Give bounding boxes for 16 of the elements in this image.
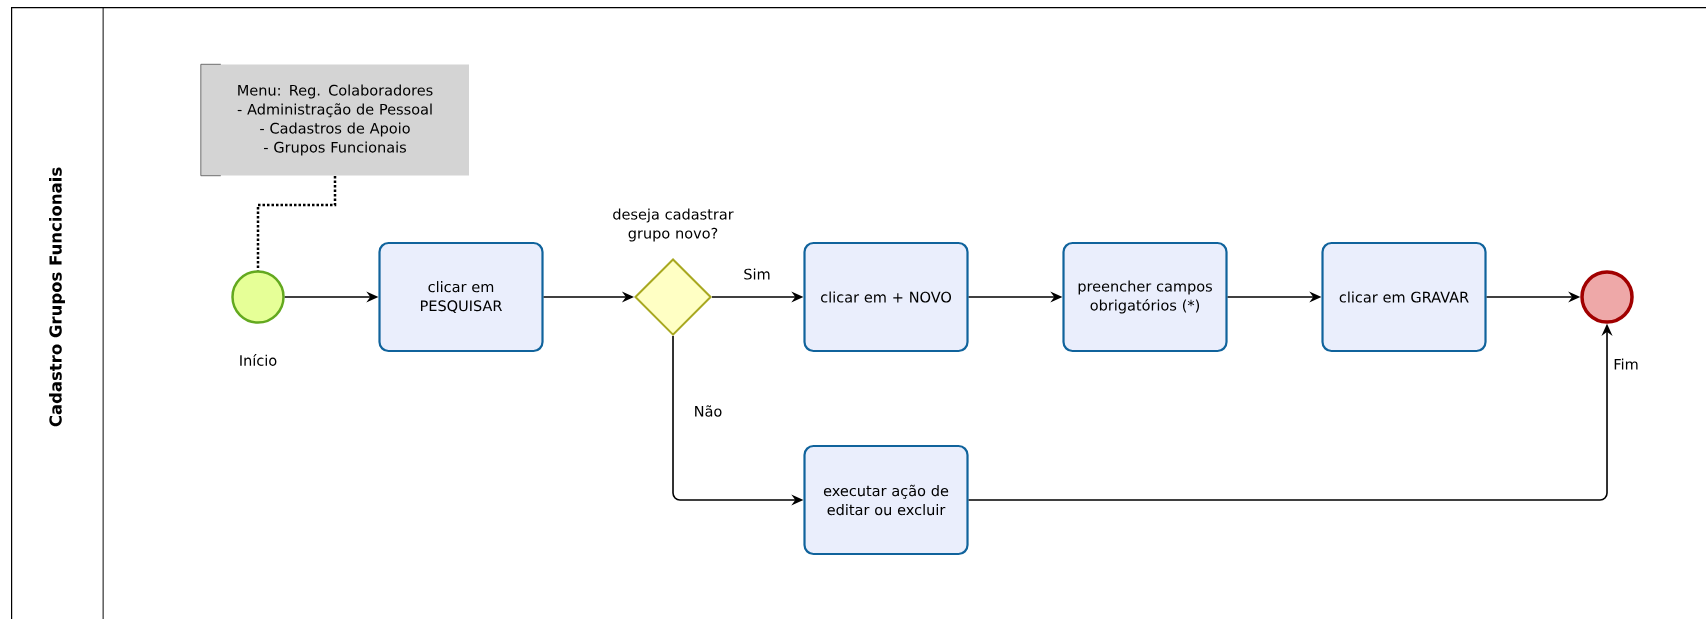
task-box: executar ação de editar ou excluir (803, 444, 969, 556)
association-line (256, 176, 337, 271)
event-label: Início (240, 354, 277, 366)
gateway-diamond (634, 258, 712, 336)
task-box: clicar em GRAVAR (1321, 241, 1487, 353)
lane-title: Cadastro Grupos Funcionais (49, 167, 65, 427)
edge-label: Não (691, 403, 725, 419)
task-box: clicar em PESQUISAR (378, 241, 544, 353)
event-label: deseja cadastrar grupo novo? (613, 208, 734, 242)
edge-label: Sim (741, 266, 773, 282)
text-annotation: Menu: Reg. Colaboradores - Administração de Pessoal - Cadastros de Apoio - Grupos Funcionais (200, 63, 469, 177)
task-box: preencher campos obrigatórios (*) (1062, 241, 1228, 353)
end-event (1580, 270, 1634, 324)
start-event (231, 270, 285, 324)
event-label: Fim (1614, 358, 1638, 370)
task-box: clicar em + NOVO (803, 241, 969, 353)
